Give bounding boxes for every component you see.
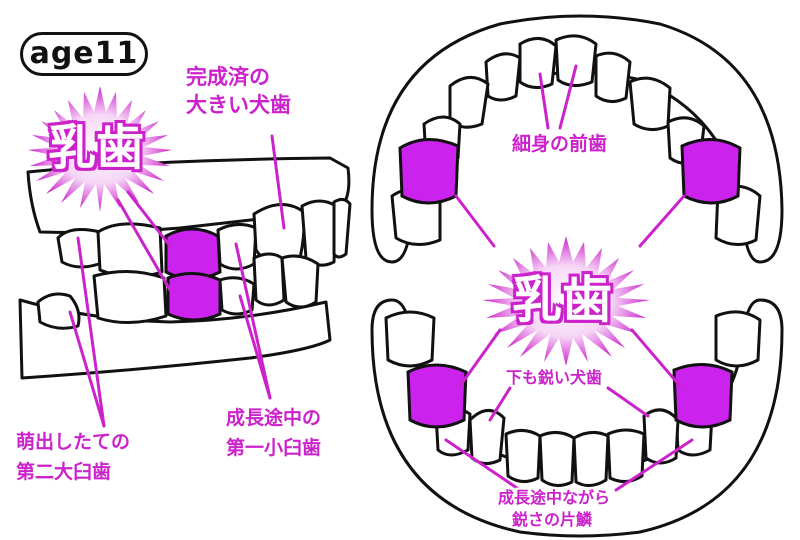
- age-badge: age11: [20, 32, 148, 76]
- lower-canine: [252, 252, 286, 307]
- pointer-upper-milk-left: [454, 194, 496, 248]
- pointer-premolar-a: [234, 242, 272, 400]
- pointer-lower-canine-r: [606, 386, 650, 418]
- burst-center: [482, 236, 650, 366]
- upper-incisor-1: [300, 199, 338, 267]
- side-milk-lower: [166, 272, 222, 322]
- upper-lateral-l: [484, 52, 522, 102]
- lower-incisor-2: [538, 431, 576, 487]
- lower-milk-left: [406, 363, 468, 429]
- upper-arch-milk-teeth: [398, 138, 742, 205]
- upper-milk-left: [398, 138, 460, 205]
- lower-molar-l: [384, 310, 436, 368]
- lower-molar-r: [714, 310, 762, 368]
- lower-molar-1: [92, 269, 168, 325]
- label-lower-canine: 下も鋭い犬歯: [506, 368, 603, 387]
- lower-incisor-3: [572, 431, 610, 487]
- label-canine-done-line2: 大きい犬歯: [186, 93, 291, 117]
- pointer-burst-left-lower: [116, 198, 172, 292]
- lower-milk-right: [672, 363, 734, 429]
- upper-canine-r: [628, 76, 672, 131]
- pointer-lines: [68, 64, 694, 492]
- milk-teeth-label-left: 乳歯: [48, 120, 145, 176]
- pointer-incisor-b: [558, 64, 578, 130]
- upper-incisor-2: [332, 197, 352, 259]
- lower-molar-2: [36, 292, 81, 330]
- pointer-lower-canine-l: [488, 386, 512, 422]
- label-molar-line2: 第二大臼歯: [16, 461, 112, 483]
- pointer-lower-milk-left: [458, 328, 502, 388]
- label-growing-line2: 鋭さの片鱗: [512, 510, 593, 529]
- label-molar-line1: 萌出したての: [16, 431, 131, 453]
- pointer-growing-r: [614, 438, 694, 492]
- lower-incisor: [280, 254, 320, 309]
- pointer-incisor-a: [538, 72, 550, 130]
- label-growing-line1: 成長途中ながら: [498, 488, 611, 507]
- label-premolar-line2: 第一小臼歯: [226, 437, 322, 459]
- side-milk-upper: [164, 227, 222, 281]
- pointer-premolar-b: [238, 294, 272, 400]
- upper-lateral-r: [594, 51, 632, 103]
- pointer-canine: [270, 134, 286, 230]
- burst-left: [28, 86, 172, 212]
- lower-incisor-4: [606, 428, 646, 483]
- label-premolar-line1: 成長途中の: [226, 407, 322, 429]
- pointer-upper-milk-right: [638, 194, 686, 248]
- milk-teeth-label-center: 乳歯: [512, 270, 612, 329]
- lower-arch-milk-teeth: [406, 363, 734, 429]
- upper-incisor-r: [554, 34, 598, 87]
- side-milk-teeth: [164, 227, 222, 322]
- pointer-molar-b: [68, 310, 106, 428]
- lower-canine-l: [468, 409, 506, 465]
- pointer-burst-left-upper: [126, 190, 172, 248]
- pointer-lower-milk-right: [630, 328, 682, 388]
- label-incisors: 細身の前歯: [512, 133, 608, 155]
- label-canine-done-line1: 完成済の: [186, 65, 270, 89]
- lower-incisor-1: [504, 429, 542, 483]
- upper-incisor-l: [518, 37, 558, 89]
- pointer-growing-l: [444, 438, 522, 492]
- side-view-jaws: [18, 156, 352, 380]
- lower-arch: [370, 298, 784, 538]
- upper-molar-1: [96, 222, 164, 279]
- pointer-molar-a: [76, 236, 106, 428]
- lower-canine-r: [642, 408, 680, 465]
- upper-milk-right: [680, 138, 742, 205]
